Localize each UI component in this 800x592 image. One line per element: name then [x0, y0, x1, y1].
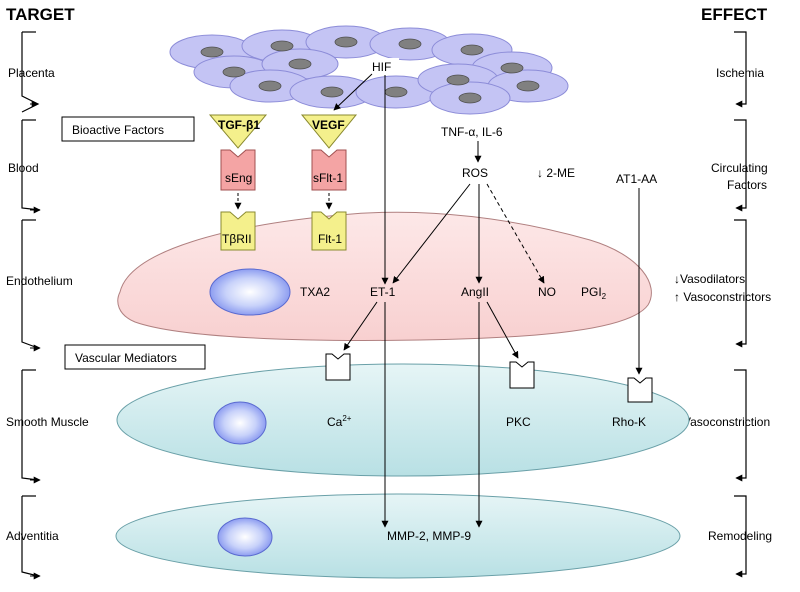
effect-vasoconstrictors: ↑ Vasoconstrictors [674, 290, 771, 304]
at1aa-label: AT1-AA [616, 172, 657, 186]
adventitia-nucleus [217, 517, 273, 557]
smooth-muscle-receptor-ca [325, 353, 351, 381]
target-smooth-muscle: Smooth Muscle [6, 415, 89, 429]
flt1-label: Flt-1 [318, 232, 342, 246]
vascular-mediators-label: Vascular Mediators [75, 351, 177, 365]
ros-label: ROS [462, 166, 488, 180]
angii-label: AngII [461, 285, 489, 299]
txa2-label: TXA2 [300, 285, 330, 299]
tgf-beta1-triangle [208, 114, 268, 149]
endothelium-nucleus [209, 268, 291, 316]
right-bracket-arrows [735, 100, 744, 578]
target-placenta: Placenta [8, 66, 55, 80]
target-blood: Blood [8, 161, 39, 175]
seng-receptor [220, 149, 256, 191]
effect-vasoconstriction: Vasoconstriction [683, 415, 770, 429]
effect-ischemia: Ischemia [716, 66, 764, 80]
left-brackets [21, 31, 41, 577]
target-adventitia: Adventitia [6, 529, 59, 543]
smooth-muscle-receptor-rhok [627, 377, 653, 403]
effect-circulating-line1: Circulating [711, 161, 768, 175]
pgi2-label: PGI2 [581, 285, 607, 301]
two-me-label: ↓ 2-ME [537, 166, 575, 180]
effect-circulating-line2: Factors [727, 178, 767, 192]
seng-label: sEng [225, 171, 252, 185]
hif-label-bg [369, 58, 399, 74]
pgi2-subscript: 2 [602, 292, 607, 301]
arrow-et1-to-ca [343, 301, 378, 351]
effect-remodeling: Remodeling [708, 529, 772, 543]
no-label: NO [538, 285, 556, 299]
pgi2-main: PGI [581, 285, 602, 299]
vascular-mediators-box [64, 344, 206, 370]
arrow-hif-to-vegf [333, 73, 373, 111]
mmp-label: MMP-2, MMP-9 [387, 529, 471, 543]
bioactive-factors-label: Bioactive Factors [72, 123, 164, 137]
tgf-beta1-label: TGF-β1 [218, 118, 260, 132]
tnf-il6-label: TNF-α, IL-6 [441, 125, 503, 139]
sflt1-label: sFlt-1 [313, 171, 343, 185]
smooth-muscle-cell [116, 363, 690, 477]
placenta-nuclei [200, 36, 540, 104]
vegf-label: VEGF [312, 118, 345, 132]
adventitia-cell [115, 493, 681, 579]
tbrii-receptor [220, 211, 256, 251]
tbrii-label: TβRII [222, 232, 252, 246]
arrow-ros-to-no [486, 183, 545, 284]
target-endothelium: Endothelium [6, 274, 73, 288]
calcium-superscript: 2+ [342, 414, 351, 423]
flt1-receptor [311, 211, 347, 251]
smooth-muscle-receptor-pkc [509, 361, 535, 389]
effect-header: EFFECT [701, 5, 768, 24]
arrow-angii-to-pkc [486, 301, 519, 359]
calcium-main: Ca [327, 415, 343, 429]
pkc-label: PKC [506, 415, 531, 429]
smooth-muscle-nucleus [213, 401, 267, 445]
target-header: TARGET [6, 5, 75, 24]
hif-label: HIF [372, 60, 391, 74]
vegf-triangle [300, 114, 358, 149]
et1-label: ET-1 [370, 285, 396, 299]
effect-vasodilators: ↓Vasodilators [674, 272, 745, 286]
arrow-ros-to-et1 [392, 183, 471, 284]
bioactive-factors-box [61, 116, 195, 142]
rhok-label: Rho-K [612, 415, 646, 429]
sflt1-receptor [311, 149, 347, 191]
left-bracket-arrows [30, 100, 41, 580]
calcium-label: Ca2+ [327, 414, 352, 429]
pathway-arrows [234, 73, 643, 528]
